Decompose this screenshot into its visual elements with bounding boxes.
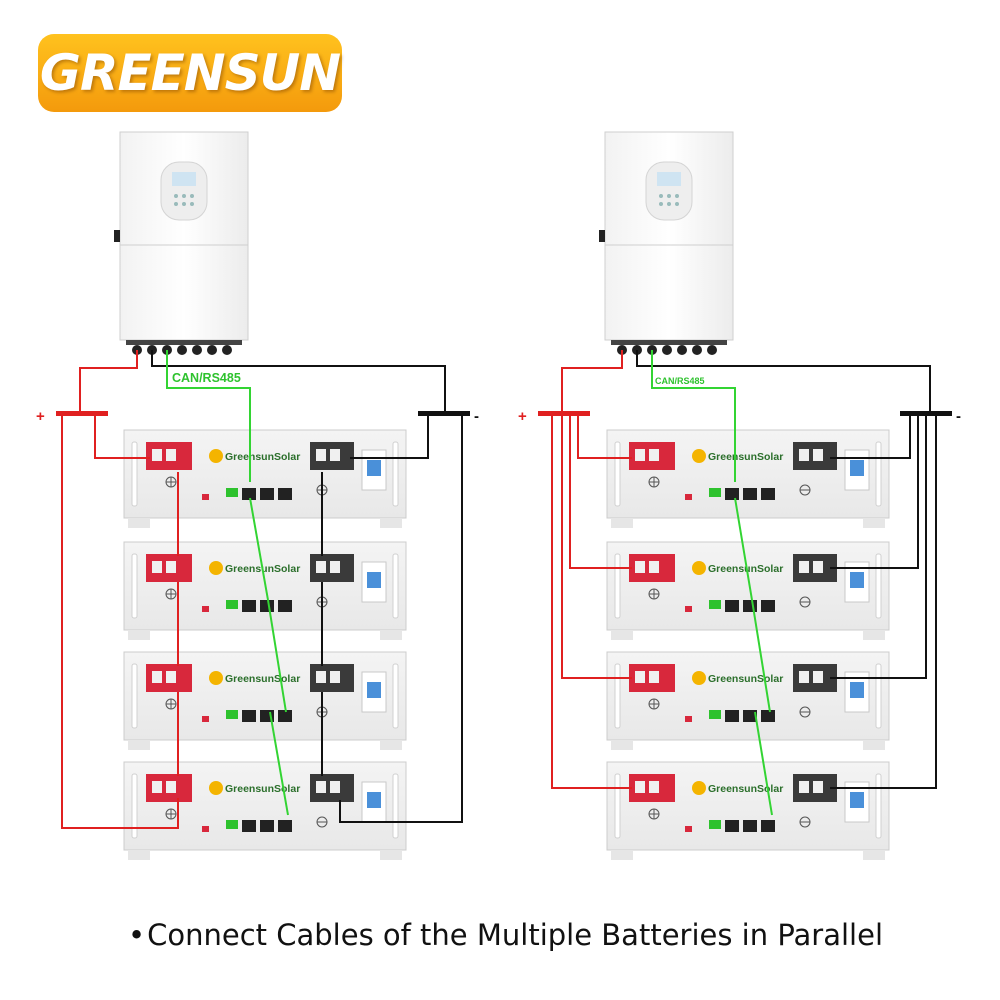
left-comm-label: CAN/RS485: [172, 371, 241, 385]
left-minus-label: -: [474, 408, 479, 425]
battery-module-icon: GreensunSolar: [606, 761, 890, 860]
sun-logo-icon: [692, 561, 706, 575]
breaker-switch-icon: [361, 561, 387, 603]
caption: •Connect Cables of the Multiple Batterie…: [128, 918, 988, 952]
svg-text:GreensunSolar: GreensunSolar: [708, 673, 783, 685]
sun-logo-icon: [209, 449, 223, 463]
battery-module-icon: GreensunSolar: [123, 541, 407, 640]
battery-module-icon: GreensunSolar: [123, 429, 407, 528]
sun-logo-icon: [209, 561, 223, 575]
svg-text:GreensunSolar: GreensunSolar: [225, 451, 300, 463]
left-plus-label: +: [36, 408, 45, 425]
right-cables: [538, 350, 952, 816]
caption-text: Connect Cables of the Multiple Batteries…: [147, 918, 883, 952]
battery-module-icon: GreensunSolar: [606, 541, 890, 640]
left-cables: [56, 350, 470, 829]
battery-module-icon: GreensunSolar: [606, 651, 890, 750]
right-system: GreensunSolar GreensunSolar: [518, 131, 961, 860]
caption-bullet: •: [128, 918, 146, 952]
sun-logo-icon: [692, 449, 706, 463]
right-battery-stack: GreensunSolar GreensunSolar: [606, 429, 890, 860]
svg-text:GreensunSolar: GreensunSolar: [708, 563, 783, 575]
logo-text: GREENSUN: [39, 44, 341, 102]
right-inverter-icon: [599, 131, 734, 355]
sun-logo-icon: [209, 781, 223, 795]
right-minus-label: -: [956, 408, 961, 425]
sun-logo-icon: [692, 671, 706, 685]
svg-text:GreensunSolar: GreensunSolar: [225, 673, 300, 685]
greensun-logo-badge: GREENSUN: [38, 34, 342, 112]
left-battery-stack: GreensunSolar GreensunSolar: [123, 429, 407, 860]
battery-module-icon: GreensunSolar: [606, 429, 890, 528]
left-system: GreensunSolar GreensunSolar: [36, 131, 479, 860]
sun-logo-icon: [209, 671, 223, 685]
battery-module-icon: GreensunSolar: [123, 651, 407, 750]
svg-text:GreensunSolar: GreensunSolar: [225, 783, 300, 795]
breaker-switch-icon: [844, 449, 870, 491]
svg-text:GreensunSolar: GreensunSolar: [708, 783, 783, 795]
right-plus-label: +: [518, 408, 527, 425]
sun-logo-icon: [692, 781, 706, 795]
left-inverter-icon: [114, 131, 249, 355]
svg-text:GreensunSolar: GreensunSolar: [708, 451, 783, 463]
battery-module-icon: GreensunSolar: [123, 761, 407, 860]
right-comm-label: CAN/RS485: [655, 376, 705, 386]
